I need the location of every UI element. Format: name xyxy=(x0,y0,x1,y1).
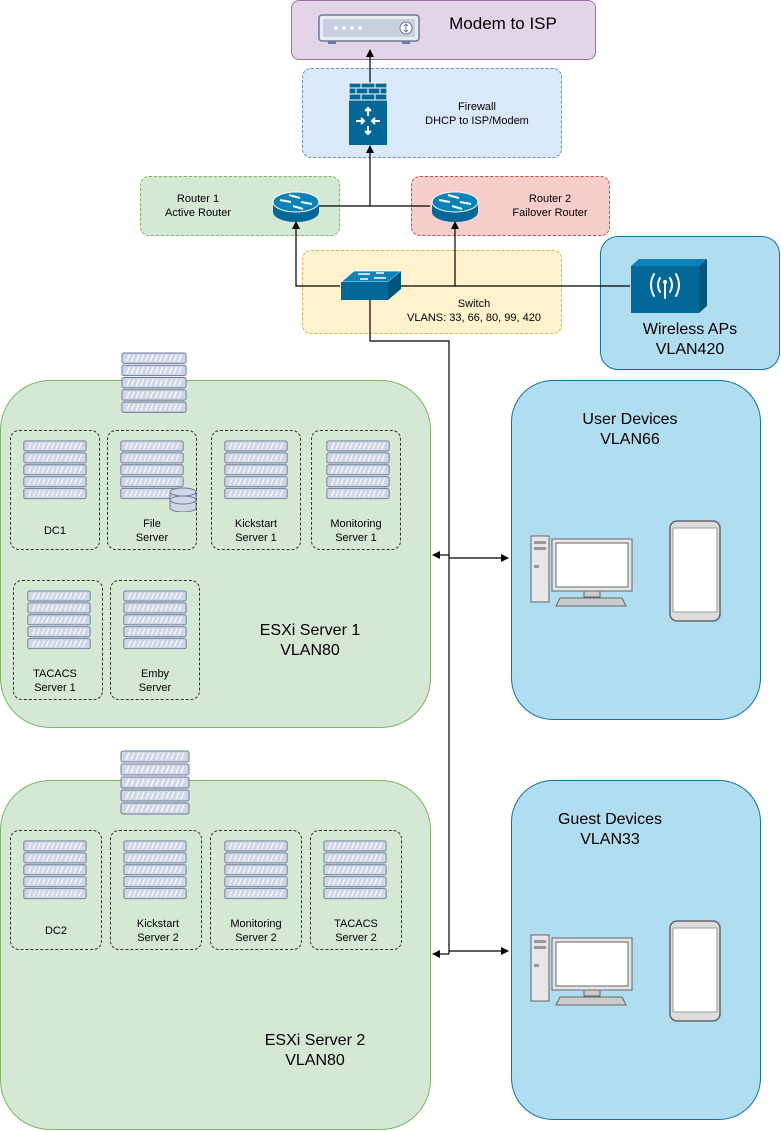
modem-label: Modem to ISP xyxy=(449,14,557,33)
firewall-box xyxy=(302,68,562,158)
esxi1-label: ESXi Server 1 VLAN80 xyxy=(259,622,361,659)
wireless-label: Wireless APs VLAN420 xyxy=(642,321,738,358)
server-icon xyxy=(26,590,92,656)
vm-label: DC2 xyxy=(44,925,67,937)
router-icon xyxy=(430,190,480,224)
routers-to-firewall-line xyxy=(318,146,430,207)
server-icon xyxy=(325,440,391,506)
firewall-label: Firewall DHCP to ISP/Modem xyxy=(425,101,529,127)
server-icon xyxy=(20,440,90,506)
server-icon xyxy=(121,350,187,422)
vm-label: Monitoring Server 2 xyxy=(230,918,282,944)
wireless-ap-icon xyxy=(631,259,707,313)
switch-to-router2-line xyxy=(398,221,459,287)
vm-box-dc1 xyxy=(10,430,100,550)
vm-label: DC1 xyxy=(43,525,66,537)
vm-box-tacacs1 xyxy=(13,580,103,700)
switch-to-router1-line xyxy=(292,221,340,287)
smartphone-icon xyxy=(669,520,721,622)
vm-box-emby xyxy=(110,580,200,700)
guest-devices-label: Guest Devices VLAN33 xyxy=(557,811,663,848)
router1-label: Router 1 Active Router xyxy=(164,193,232,219)
vm-label: TACACS Server 1 xyxy=(33,668,77,694)
switch-downlink-line xyxy=(369,300,450,954)
desktop-icon xyxy=(530,535,634,607)
vm-label: Monitoring Server 1 xyxy=(330,518,382,544)
switch-label: Switch VLANS: 33, 66, 80, 99, 420 xyxy=(407,298,541,324)
server-icon xyxy=(122,590,188,656)
vm-box-monitoring1 xyxy=(311,430,401,550)
vm-box-kickstart1 xyxy=(211,430,301,550)
vm-box-file-server xyxy=(107,430,197,550)
server-icon xyxy=(221,840,291,906)
server-icon xyxy=(120,750,190,822)
desktop-icon xyxy=(530,934,634,1006)
vm-box-kickstart2 xyxy=(110,830,202,950)
vm-box-dc2 xyxy=(10,830,102,950)
firewall-icon xyxy=(348,82,388,145)
vm-label: Kickstart Server 1 xyxy=(234,518,278,544)
server-icon xyxy=(221,440,291,506)
router2-label: Router 2 Failover Router xyxy=(512,193,588,219)
user-devices-label: User Devices VLAN66 xyxy=(582,411,678,448)
server-icon xyxy=(120,840,190,906)
modem-icon xyxy=(318,14,420,44)
vm-box-tacacs2 xyxy=(310,830,402,950)
switch-icon xyxy=(340,270,402,300)
server-icon xyxy=(20,840,90,906)
esxi2-label: ESXi Server 2 VLAN80 xyxy=(264,1032,366,1069)
vm-label: Kickstart Server 2 xyxy=(136,918,180,944)
vm-box-monitoring2 xyxy=(210,830,302,950)
vm-label: File Server xyxy=(135,518,169,544)
smartphone-icon xyxy=(669,920,721,1022)
router-icon xyxy=(271,190,321,224)
server-icon xyxy=(322,840,388,906)
vm-label: Emby Server xyxy=(138,668,172,694)
vm-label: TACACS Server 2 xyxy=(334,918,378,944)
file-server-icon xyxy=(119,440,197,512)
